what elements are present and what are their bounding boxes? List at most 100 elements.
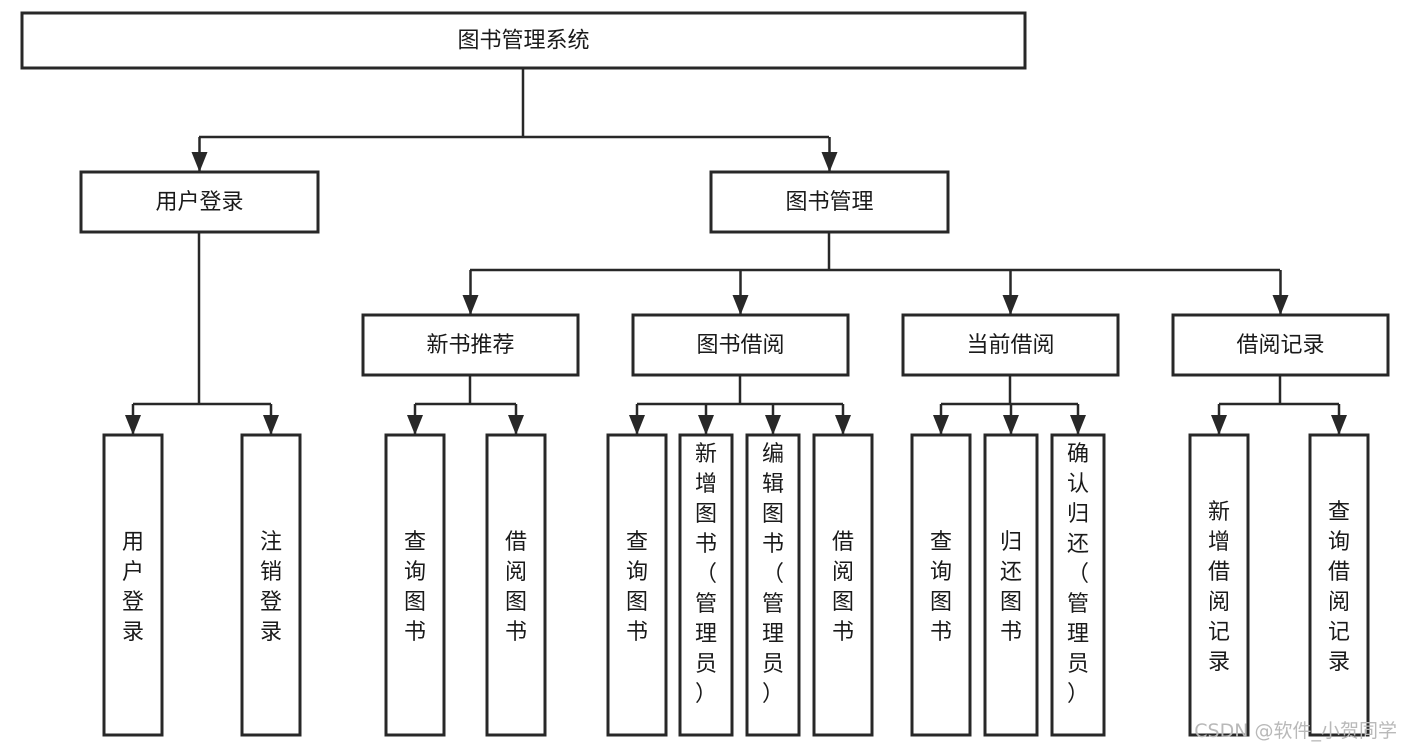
- arrowhead-icon: [1070, 415, 1086, 435]
- node-label: 查询图书: [404, 530, 426, 645]
- node-box: [1188, 433, 1250, 737]
- arrowhead-icon: [407, 415, 423, 435]
- node-label: 确认归还（管理员）: [1067, 442, 1089, 707]
- node-label: 图书管理: [785, 190, 873, 215]
- node-label: 图书管理系统: [457, 29, 589, 54]
- node-leaf-query-book-current[interactable]: 查询图书: [910, 433, 972, 737]
- node-leaf-edit-book-admin[interactable]: 编辑图书（管理员）: [745, 433, 801, 737]
- node-leaf-add-borrow-record[interactable]: 新增借阅记录: [1188, 433, 1250, 737]
- node-label: 图书借阅: [696, 333, 784, 358]
- arrowhead-icon: [263, 415, 279, 435]
- node-label: 查询图书: [626, 530, 648, 645]
- node-box: [485, 433, 547, 737]
- node-box: [606, 433, 668, 737]
- csdn-watermark: CSDN @软件_小贺同学: [1194, 720, 1397, 742]
- node-leaf-logout-login[interactable]: 注销登录: [240, 433, 302, 737]
- node-label: 借阅图书: [832, 530, 854, 645]
- node-leaf-query-borrow-record[interactable]: 查询借阅记录: [1308, 433, 1370, 737]
- arrowhead-icon: [1211, 415, 1227, 435]
- node-box: [745, 433, 801, 737]
- arrowhead-icon: [125, 415, 141, 435]
- node-leaf-add-book-admin[interactable]: 新增图书（管理员）: [678, 433, 734, 737]
- node-book-borrow[interactable]: 图书借阅: [631, 313, 850, 377]
- connector-drop: [835, 404, 851, 435]
- connector-drop: [933, 404, 949, 435]
- arrowhead-icon: [462, 295, 479, 315]
- connector-drop: [1211, 404, 1227, 435]
- node-box: [1171, 313, 1390, 377]
- node-label: 注销登录: [260, 530, 282, 645]
- node-box: [631, 313, 850, 377]
- node-label: 用户登录: [122, 530, 144, 645]
- node-current-borrow[interactable]: 当前借阅: [901, 313, 1120, 377]
- connector-group-bar-current-borrow: [941, 375, 1078, 406]
- nodes-layer: 图书管理系统用户登录图书管理新书推荐图书借阅当前借阅借阅记录用户登录注销登录查询…: [20, 11, 1390, 737]
- node-leaf-query-book-borrow[interactable]: 查询图书: [606, 433, 668, 737]
- node-label: 归还图书: [1000, 530, 1022, 645]
- node-box: [79, 170, 320, 234]
- connector-drop: [508, 404, 524, 435]
- node-box: [240, 433, 302, 737]
- node-box: [910, 433, 972, 737]
- node-label: 编辑图书（管理员）: [762, 442, 784, 707]
- arrowhead-icon: [835, 415, 851, 435]
- connector-drop: [732, 270, 749, 315]
- node-label: 查询借阅记录: [1328, 500, 1350, 675]
- connector-drop: [191, 137, 208, 172]
- node-label: 新增图书（管理员）: [695, 442, 717, 707]
- arrowhead-icon: [191, 152, 208, 172]
- connector-drop: [765, 404, 781, 435]
- node-label: 当前借阅: [966, 333, 1054, 358]
- node-leaf-borrow-book-rec[interactable]: 借阅图书: [485, 433, 547, 737]
- connector-group-bar-book-manage: [470, 232, 1280, 272]
- node-label: 借阅记录: [1236, 333, 1324, 358]
- connector-drop: [1331, 404, 1347, 435]
- node-box: [1050, 433, 1106, 737]
- node-leaf-confirm-return-admin[interactable]: 确认归还（管理员）: [1050, 433, 1106, 737]
- connector-drop: [821, 137, 838, 172]
- connector-group-bar-root: [199, 68, 829, 139]
- connector-group-bar-new-book: [415, 375, 516, 406]
- node-user-login[interactable]: 用户登录: [79, 170, 320, 234]
- node-borrow-record[interactable]: 借阅记录: [1171, 313, 1390, 377]
- node-box: [678, 433, 734, 737]
- arrowhead-icon: [1272, 295, 1289, 315]
- node-box: [983, 433, 1039, 737]
- node-leaf-user-login[interactable]: 用户登录: [102, 433, 164, 737]
- node-leaf-borrow-book-borrow[interactable]: 借阅图书: [812, 433, 874, 737]
- arrowhead-icon: [933, 415, 949, 435]
- node-new-book-recommend[interactable]: 新书推荐: [361, 313, 580, 377]
- node-leaf-return-book[interactable]: 归还图书: [983, 433, 1039, 737]
- node-box: [102, 433, 164, 737]
- connector-drop: [698, 404, 714, 435]
- arrowhead-icon: [1331, 415, 1347, 435]
- node-box: [1308, 433, 1370, 737]
- node-box: [384, 433, 446, 737]
- node-label: 用户登录: [155, 190, 243, 215]
- node-box: [709, 170, 950, 234]
- node-root[interactable]: 图书管理系统: [20, 11, 1027, 70]
- connector-drop: [407, 404, 423, 435]
- node-label: 新增借阅记录: [1208, 500, 1230, 675]
- node-leaf-query-book-rec[interactable]: 查询图书: [384, 433, 446, 737]
- arrowhead-icon: [1002, 295, 1019, 315]
- node-label: 借阅图书: [505, 530, 527, 645]
- connector-drop: [1272, 270, 1289, 315]
- connector-drop: [1003, 404, 1019, 435]
- node-label: 查询图书: [930, 530, 952, 645]
- connector-group-bar-borrow-record: [1219, 375, 1339, 406]
- connector-group-bar-user-login: [133, 232, 271, 406]
- arrowhead-icon: [629, 415, 645, 435]
- connector-group-bar-book-borrow: [637, 375, 843, 406]
- arrowhead-icon: [508, 415, 524, 435]
- connector-drop: [1070, 404, 1086, 435]
- connector-drop: [629, 404, 645, 435]
- node-label: 新书推荐: [426, 333, 514, 358]
- arrowhead-icon: [698, 415, 714, 435]
- node-book-manage[interactable]: 图书管理: [709, 170, 950, 234]
- arrowhead-icon: [821, 152, 838, 172]
- connector-drop: [125, 404, 141, 435]
- connectors-layer: [125, 68, 1347, 435]
